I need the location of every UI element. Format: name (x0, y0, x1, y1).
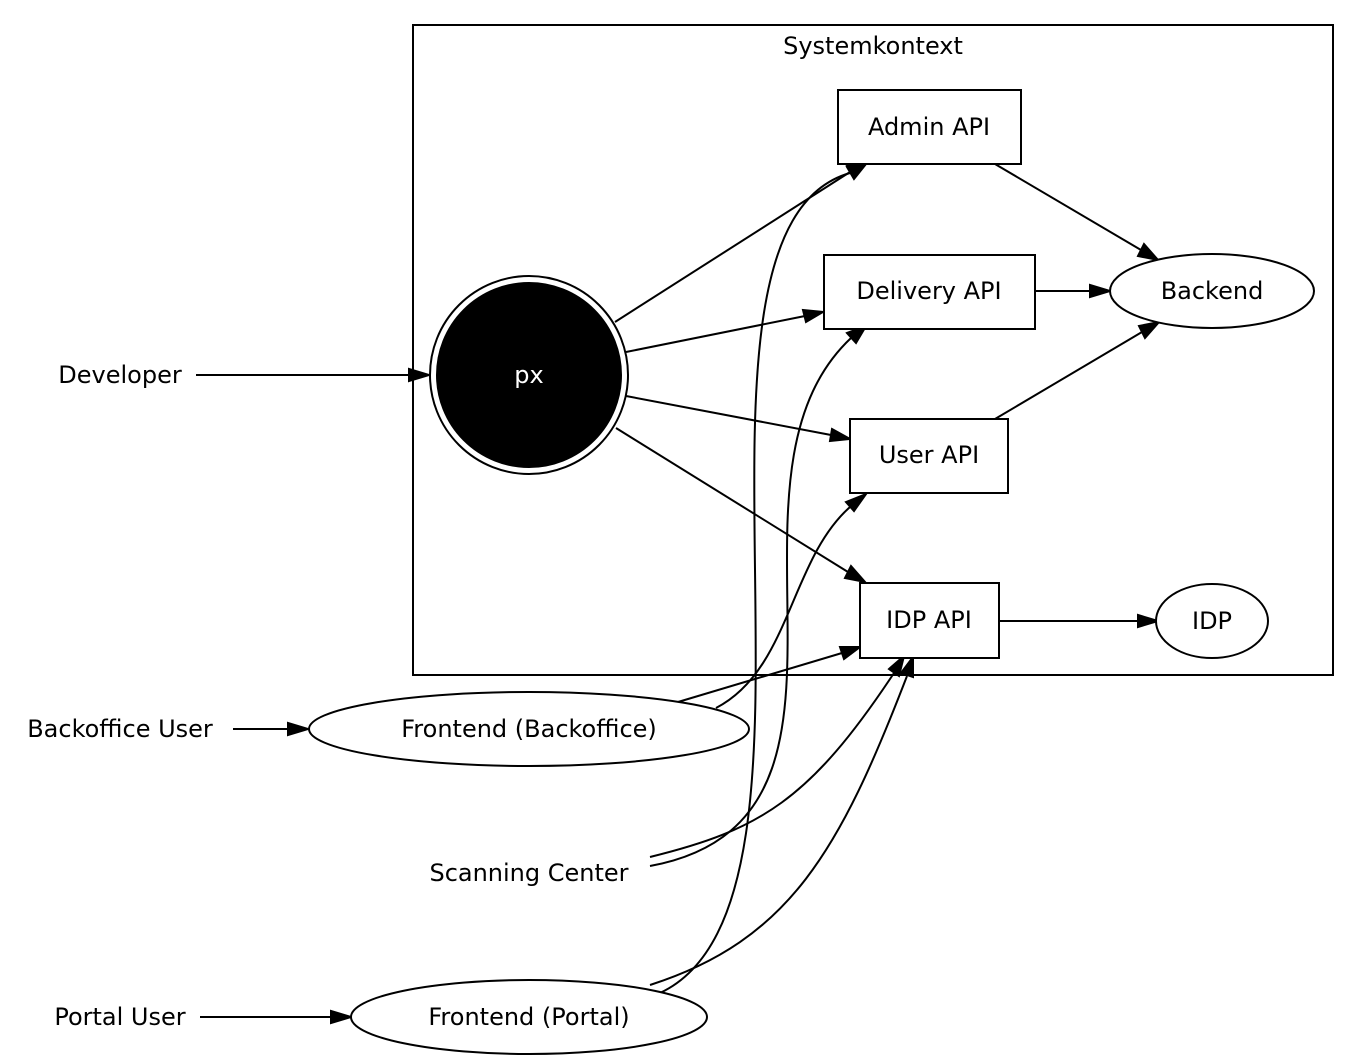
node-frontend-portal: Frontend (Portal) (350, 979, 708, 1055)
node-frontend-backoffice-label: Frontend (Backoffice) (401, 715, 657, 743)
node-px-label: px (514, 361, 543, 389)
node-scanning-center-label: Scanning Center (429, 859, 628, 887)
node-portal-user-label: Portal User (54, 1003, 185, 1031)
edge-px-delivery-api (625, 308, 827, 353)
node-idp-api: IDP API (859, 582, 1000, 659)
node-idp-api-label: IDP API (886, 606, 972, 634)
node-user-api: User API (849, 418, 1009, 494)
node-delivery-api: Delivery API (823, 254, 1036, 330)
edge-idp-api-idp (1000, 613, 1162, 629)
edge-px-user-api (625, 395, 854, 443)
edge-developer-px (196, 367, 433, 383)
edge-backoffice-user-frontend-backoffice (233, 721, 312, 737)
node-backend: Backend (1109, 253, 1315, 329)
node-user-api-label: User API (879, 441, 979, 469)
node-px: px (429, 275, 629, 475)
edge-delivery-api-backend (1035, 283, 1114, 299)
cluster-systemkontext (412, 24, 1334, 676)
node-developer-label: Developer (58, 361, 182, 389)
node-frontend-portal-label: Frontend (Portal) (428, 1003, 629, 1031)
node-frontend-backoffice: Frontend (Backoffice) (308, 691, 750, 767)
edge-frontend-portal-idp-api (649, 654, 914, 986)
edge-frontend-portal-admin-api (659, 162, 869, 994)
edge-scanning-center-idp-api (649, 653, 906, 858)
node-backend-label: Backend (1161, 277, 1264, 305)
node-backoffice-user-label: Backoffice User (27, 715, 213, 743)
edge-admin-api-backend (994, 163, 1161, 262)
node-admin-api-label: Admin API (868, 113, 990, 141)
cluster-title: Systemkontext (783, 32, 963, 60)
node-admin-api: Admin API (837, 89, 1022, 165)
edge-px-idp-api (615, 427, 868, 584)
edge-portal-user-frontend-portal (200, 1009, 355, 1025)
edge-frontend-backoffice-idp-api (677, 646, 863, 703)
node-idp-label: IDP (1192, 607, 1232, 635)
edge-user-api-backend (994, 320, 1162, 420)
node-delivery-api-label: Delivery API (856, 277, 1001, 305)
node-idp: IDP (1155, 583, 1269, 659)
